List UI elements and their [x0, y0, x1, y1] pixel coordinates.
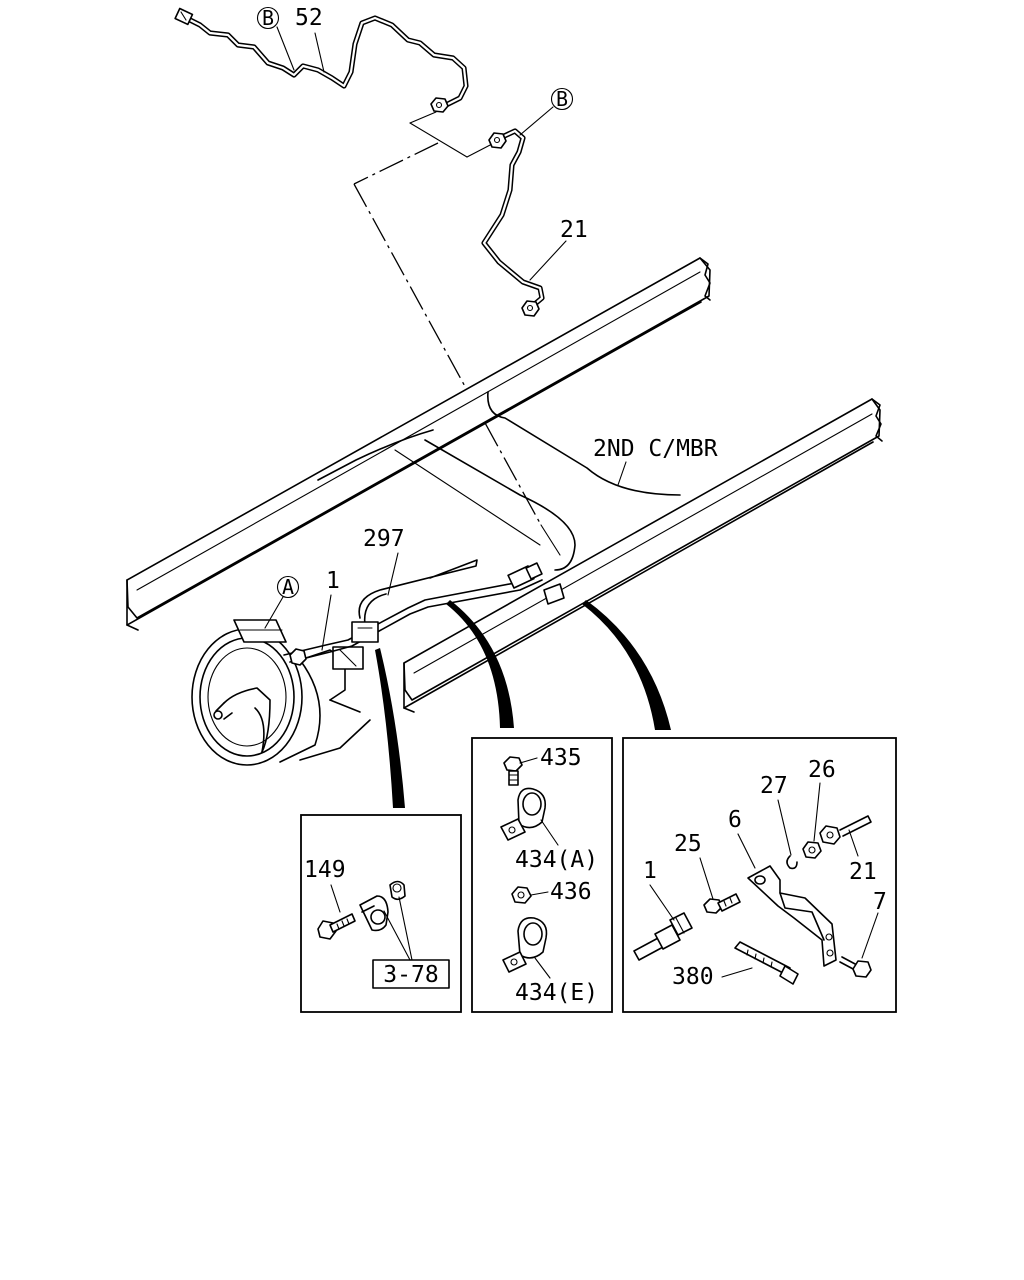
leader-380 [721, 967, 753, 978]
part-number-434a: 434(A) [515, 847, 598, 873]
part-number-434e: 434(E) [515, 980, 598, 1006]
part-number-27: 27 [760, 773, 788, 799]
leader-1-detail [649, 884, 675, 921]
detail-box-clamps [471, 737, 613, 1013]
detail-pointer-middle [446, 600, 514, 728]
brake-pipe-52 [174, 7, 469, 113]
leader-149 [330, 884, 341, 913]
cross-member [317, 391, 681, 571]
part-number-1-detail: 1 [643, 858, 657, 884]
callout-a: A [264, 575, 300, 629]
cross-member-label: 2ND C/MBR [593, 436, 718, 462]
flare-nut-icon [289, 648, 307, 666]
leader-436 [530, 891, 549, 896]
reference-box [372, 959, 450, 989]
part-number-52: 52 [295, 5, 323, 31]
part-label-1-top: 1 [321, 568, 340, 651]
frame-rail-right [403, 398, 883, 713]
part-number-297: 297 [363, 526, 405, 552]
part-label-297: 297 [363, 526, 405, 596]
part-number-435: 435 [540, 745, 582, 771]
detail-pointer-right [582, 600, 671, 730]
part-number-21-detail: 21 [849, 859, 877, 885]
union-fitting-icon [507, 562, 543, 589]
leader-26 [813, 782, 821, 842]
union-1-detail [633, 912, 693, 961]
bracket-icon [543, 583, 565, 605]
bolt-435 [503, 756, 523, 786]
callout-b-top: B [256, 6, 295, 71]
leader-6 [737, 833, 756, 869]
part-number-21: 21 [560, 217, 588, 243]
part-number-7: 7 [873, 889, 887, 915]
part-number-149: 149 [304, 857, 346, 883]
bolt-7 [839, 956, 872, 978]
callout-b-letter: B [556, 87, 568, 111]
brake-booster [191, 619, 371, 766]
leader-to-union [353, 183, 542, 526]
part-label-52: 52 [295, 5, 325, 73]
bracket-6 [747, 865, 837, 967]
brake-pipe-21 [481, 128, 545, 317]
leader-25 [699, 857, 714, 900]
leader-to-union-end [540, 524, 561, 556]
clip-27 [786, 855, 798, 870]
pipe-clamp-icon [359, 880, 406, 932]
part-number-380: 380 [672, 964, 714, 990]
detail-pointer-left [375, 648, 405, 808]
part-number-436: 436 [550, 879, 592, 905]
leader-434a [540, 819, 559, 846]
frame-rail-left [126, 257, 711, 631]
leader-27 [777, 799, 792, 856]
connector-25 [703, 893, 741, 914]
part-number-26: 26 [808, 757, 836, 783]
part-number-1: 1 [326, 568, 340, 594]
brake-pipe-297 [283, 559, 565, 666]
cable-tie-380 [734, 941, 799, 985]
callout-b-right: B [519, 87, 574, 136]
flare-nut-icon [174, 7, 194, 26]
leader-21-detail [848, 829, 859, 857]
reference-3-78: 3-78 [383, 962, 438, 988]
pipe-junction-leader [353, 111, 495, 185]
pipe-clip-icon [351, 621, 379, 643]
callout-b-letter: B [262, 6, 274, 30]
part-number-25: 25 [674, 831, 702, 857]
clamp-434e [502, 916, 548, 973]
part-number-6: 6 [728, 807, 742, 833]
part-label-21-top: 21 [529, 217, 588, 281]
leader-7 [861, 912, 879, 959]
bolt-149 [317, 913, 356, 940]
nut-26 [802, 841, 822, 859]
callout-a-letter: A [282, 575, 294, 599]
leader-ref-a [383, 910, 411, 961]
nut-436 [511, 886, 532, 904]
leader-ref-b [398, 896, 413, 961]
leader-435 [519, 757, 538, 764]
flare-nut-icon [521, 300, 540, 317]
member-leader [617, 461, 627, 486]
pipe-21-detail [819, 815, 872, 845]
flare-nut-icon [430, 97, 449, 113]
clamp-434a [500, 787, 547, 841]
flare-nut-icon [488, 132, 507, 149]
leader-434e [534, 957, 551, 979]
